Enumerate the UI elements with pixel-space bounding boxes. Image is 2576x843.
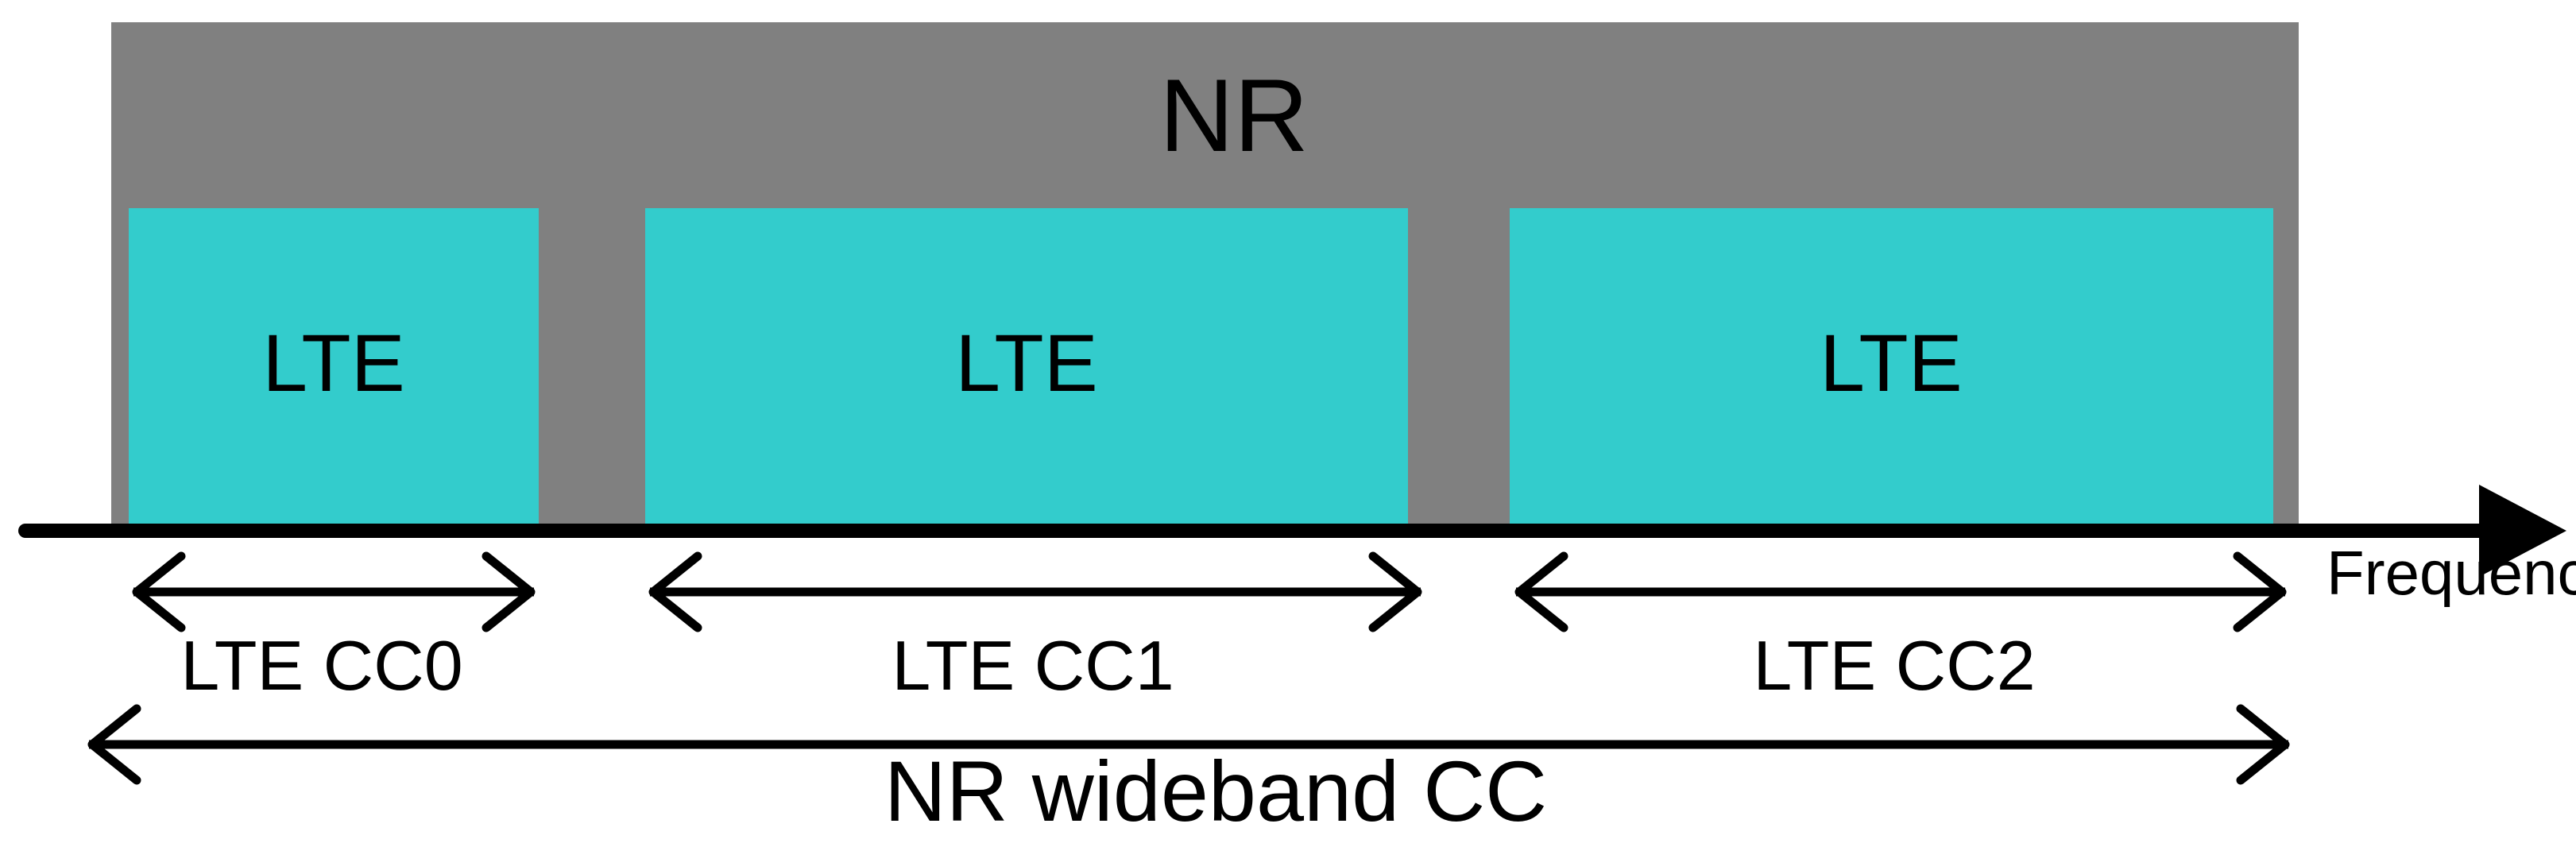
lte-cc2-label: LTE CC2 (1753, 626, 2035, 705)
lte-cc1-dimension-arrow (648, 551, 1422, 632)
lte-cc2-dimension-arrow (1514, 551, 2287, 632)
nr-band-label: NR (1159, 57, 1309, 173)
lte-cc0-dimension-arrow (132, 551, 536, 632)
lte-carrier-block-2 (1510, 208, 2273, 527)
lte-block-label-2: LTE (1820, 318, 1963, 408)
lte-block-label-1: LTE (955, 318, 1098, 408)
lte-carrier-block-0 (129, 208, 539, 527)
lte-block-label-0: LTE (262, 318, 405, 408)
frequency-axis-label: Frequency (2327, 538, 2576, 608)
frequency-axis-arrowhead (2479, 485, 2566, 577)
nr-wideband-cc-label: NR wideband CC (884, 743, 1547, 839)
lte-cc1-label: LTE CC1 (892, 626, 1174, 705)
lte-cc0-label: LTE CC0 (180, 626, 462, 705)
lte-carrier-block-1 (645, 208, 1408, 527)
nr-wideband-dimension-arrow (87, 704, 2290, 785)
